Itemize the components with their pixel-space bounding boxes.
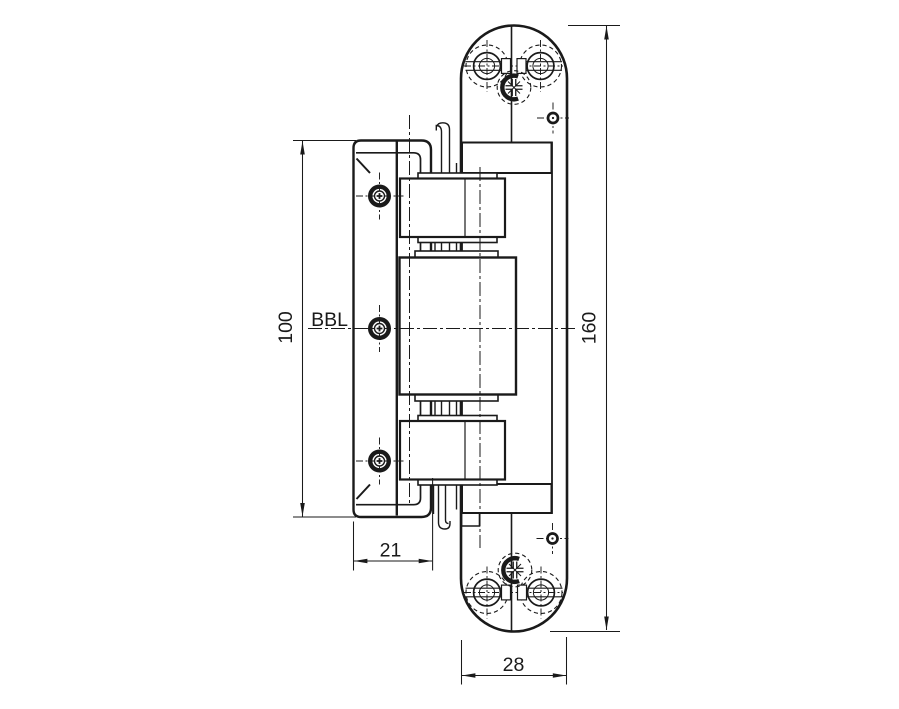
- door-plate-screws: [356, 172, 404, 485]
- arrowhead-up: [300, 141, 305, 155]
- bbl-reference-label: BBL: [311, 309, 348, 331]
- dimension-door-plate-depth: 21: [352, 478, 434, 571]
- top-link-block: [398, 177, 507, 239]
- door-plate-top-chamfer-mark: [355, 157, 371, 174]
- bottom-clip-hook: [432, 484, 458, 530]
- hinge-linkage: [398, 122, 518, 530]
- anchor-socket-bottom-right: [516, 566, 563, 619]
- door-plate-inner-top-edge: [356, 151, 422, 176]
- pin-hole-top: [537, 102, 569, 134]
- door-plate-inner-bottom-edge: [356, 484, 422, 506]
- frame-fasteners-bottom: [464, 523, 569, 619]
- middle-link-block: [398, 256, 518, 396]
- door-screw-bottom: [356, 437, 404, 485]
- top-clip-hook: [435, 122, 458, 173]
- centerlines: [308, 115, 577, 548]
- frame-fasteners-top: [464, 40, 569, 134]
- arrowhead-right: [418, 558, 433, 564]
- bottom-link-block: [398, 419, 507, 481]
- door-screw-top: [356, 172, 404, 220]
- dim-label-door-plate-depth: 21: [380, 540, 402, 562]
- arrowhead-left: [461, 673, 476, 678]
- arrowhead-down: [604, 616, 609, 630]
- linkage-slats: [419, 242, 458, 416]
- pozidriv-screw-bottom: [497, 552, 533, 588]
- frame-pocket-top-block: [461, 141, 553, 174]
- anchor-socket-top-left: [465, 40, 512, 92]
- arrowhead-up: [604, 26, 609, 40]
- dimension-frame-plate-width: 28: [460, 637, 568, 685]
- anchor-socket-top-right: [516, 40, 563, 92]
- frame-pocket-bottom-block: [461, 483, 553, 514]
- anchor-socket-bottom-left: [465, 566, 512, 619]
- dim-label-frame-plate-height: 160: [579, 312, 601, 345]
- door-screw-middle: [368, 305, 392, 352]
- arrowhead-down: [300, 503, 305, 517]
- pozidriv-screw-top: [496, 70, 532, 105]
- dim-label-door-plate-height: 100: [275, 311, 297, 344]
- dimension-frame-plate-height: 160: [550, 24, 620, 633]
- arrowhead-left: [353, 558, 368, 564]
- arrowhead-right: [552, 673, 567, 678]
- dim-label-frame-plate-width: 28: [503, 654, 525, 676]
- pin-hole-bottom: [536, 523, 569, 554]
- dimension-door-plate-height: 100: [275, 139, 356, 518]
- door-plate-bottom-chamfer-mark: [355, 483, 371, 500]
